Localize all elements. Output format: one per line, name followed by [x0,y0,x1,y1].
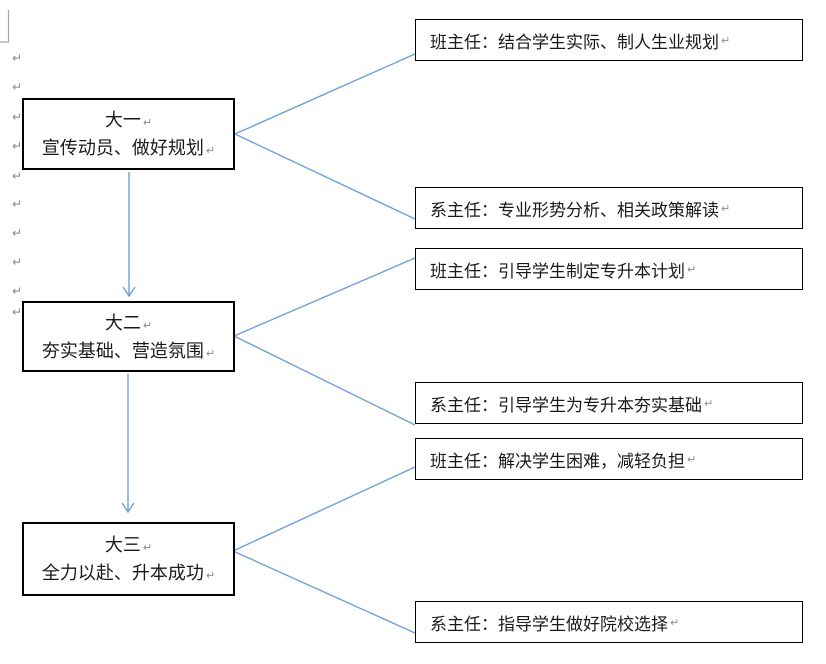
paragraph-mark: ↵ [142,116,153,129]
stage-title: 大三 [104,535,141,555]
task-label: 班主任：结合学生实际、制人生业规划 [430,32,719,52]
task-box-2[interactable]: 系主任：专业形势分析、相关政策解读↵ [415,187,803,229]
task-box-1[interactable]: 班主任：结合学生实际、制人生业规划↵ [415,19,803,61]
paragraph-mark: ↵ [12,284,23,298]
paragraph-mark: ↵ [12,255,23,269]
paragraph-mark: ↵ [12,110,23,124]
paragraph-mark: ↵ [12,80,23,94]
paragraph-mark: ↵ [12,197,23,211]
connector-stage2-task4 [233,335,416,426]
paragraph-mark: ↵ [205,346,216,360]
arrowhead-down-icon [121,502,135,514]
stage-title-line: 大二↵ [105,309,152,337]
connector-stage1-task2 [234,133,416,220]
stage-title-line: 大三↵ [105,531,152,559]
paragraph-mark: ↵ [721,201,731,215]
connector-stage1-task1 [234,53,416,135]
paragraph-mark: ↵ [142,541,153,554]
connector-stage3-task6 [232,550,416,634]
task-box-3[interactable]: 班主任：引导学生制定专升本计划↵ [415,248,803,290]
stage-subtitle-line: 宣传动员、做好规划↵ [42,134,215,162]
stage-subtitle: 宣传动员、做好规划 [41,138,204,158]
paragraph-mark: ↵ [12,51,23,65]
paragraph-mark: ↵ [704,396,714,410]
task-label: 系主任：专业形势分析、相关政策解读 [430,200,719,220]
task-box-6[interactable]: 系主任：指导学生做好院校选择↵ [415,601,803,643]
task-box-4[interactable]: 系主任：引导学生为专升本夯实基础↵ [415,382,803,424]
paragraph-mark: ↵ [12,169,23,183]
paragraph-mark: ↵ [142,318,153,332]
stage-subtitle: 全力以赴、升本成功 [41,563,204,583]
stage-box-year3[interactable]: 大三↵ 全力以赴、升本成功↵ [22,522,235,596]
stage-subtitle-line: 夯实基础、营造氛围↵ [42,337,215,365]
flow-arrow-stage2-stage3 [121,374,135,514]
paragraph-mark: ↵ [670,615,680,629]
paragraph-mark: ↵ [12,226,23,240]
stage-title-line: 大一↵ [105,106,152,134]
connector-stage2-task3 [233,257,416,337]
paragraph-mark: ↵ [687,262,697,276]
paragraph-mark: ↵ [205,144,216,157]
connector-stage3-task5 [232,466,416,552]
paragraph-mark: ↵ [12,305,23,319]
stage-subtitle-line: 全力以赴、升本成功↵ [42,559,215,587]
arrowhead-down-icon [122,286,136,298]
flow-arrow-stage1-stage2 [122,172,136,298]
stage-box-year1[interactable]: 大一↵ 宣传动员、做好规划↵ [22,98,235,170]
stage-title: 大一 [104,110,141,130]
paragraph-mark: ↵ [12,139,23,153]
task-label: 班主任：引导学生制定专升本计划 [430,261,685,281]
stage-subtitle: 夯实基础、营造氛围 [41,340,204,361]
paragraph-mark: ↵ [205,569,216,582]
page-crop-mark-icon [0,10,10,43]
stage-box-year2[interactable]: 大二↵ 夯实基础、营造氛围↵ [22,301,235,372]
stage-title: 大二 [104,312,141,333]
task-label: 系主任：引导学生为专升本夯实基础 [430,395,702,415]
paragraph-mark: ↵ [721,33,731,47]
paragraph-mark: ↵ [687,452,697,466]
task-label: 班主任：解决学生困难，减轻负担 [430,451,685,471]
task-box-5[interactable]: 班主任：解决学生困难，减轻负担↵ [415,438,803,480]
task-label: 系主任：指导学生做好院校选择 [430,614,668,634]
